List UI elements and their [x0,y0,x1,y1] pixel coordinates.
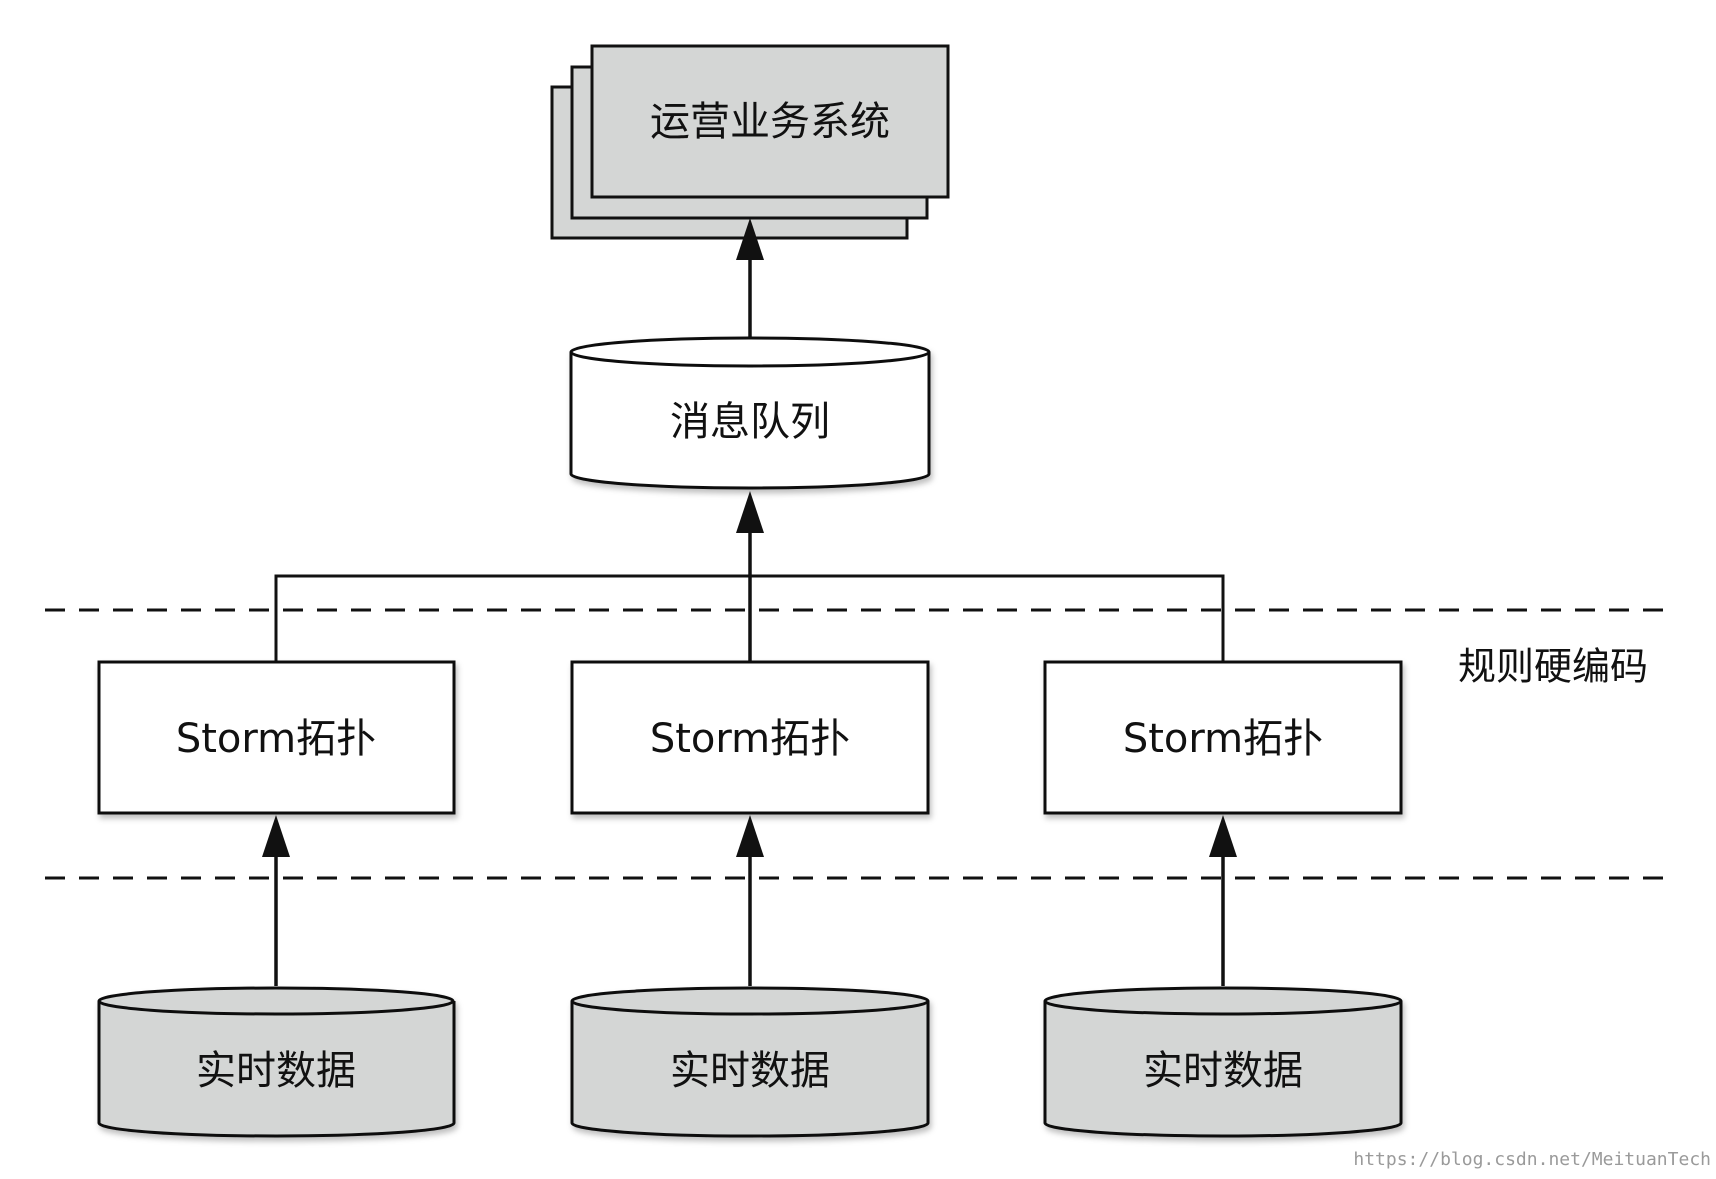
topology-merge-connector [274,530,1225,662]
realtime-data-label: 实时数据 [196,1048,356,1094]
queue-top [569,336,931,368]
storm-topology-label: Storm拓扑 [650,716,850,762]
storm-topology-box [97,660,456,815]
arrowhead-topologies-to-queue [736,491,764,533]
arrowhead-queue-to-system [736,218,764,260]
storm-topology-box [570,660,930,815]
message-queue-label: 消息队列 [670,399,830,445]
queue-body [569,352,931,490]
ops-business-system-label: 运营业务系统 [650,99,890,145]
storm-topology-1: Storm拓扑 [97,660,456,815]
realtime-data-2: 实时数据 [570,986,930,1138]
source-top [97,986,455,1016]
rule-hardcoding-label: 规则硬编码 [1458,645,1648,689]
storm-topology-label: Storm拓扑 [1123,716,1323,762]
arrowhead-source-2 [736,815,764,857]
source-top [1043,986,1403,1016]
message-queue-cylinder [569,336,931,490]
source-arrows [274,855,1225,986]
storm-topology-2: Storm拓扑 [570,660,930,815]
arrowhead-source-1 [262,815,290,857]
storm-topology-3: Storm拓扑 [1043,660,1403,815]
source-body [97,1001,456,1138]
realtime-data-label: 实时数据 [1143,1048,1303,1094]
stack-card-front [590,44,950,199]
source-body [570,1001,930,1138]
source-body [1043,1001,1403,1138]
connector-right [750,574,1225,662]
storm-topology-label: Storm拓扑 [176,716,376,762]
realtime-data-1: 实时数据 [97,986,456,1138]
connector-left [274,574,750,662]
storm-topology-box [1043,660,1403,815]
ops-business-system-stack: 运营业务系统 [550,44,950,240]
source-top [570,986,930,1016]
realtime-data-3: 实时数据 [1043,986,1403,1138]
arrowhead-source-3 [1209,815,1237,857]
watermark-url: https://blog.csdn.net/MeituanTech [1353,1149,1711,1170]
realtime-data-label: 实时数据 [670,1048,830,1094]
